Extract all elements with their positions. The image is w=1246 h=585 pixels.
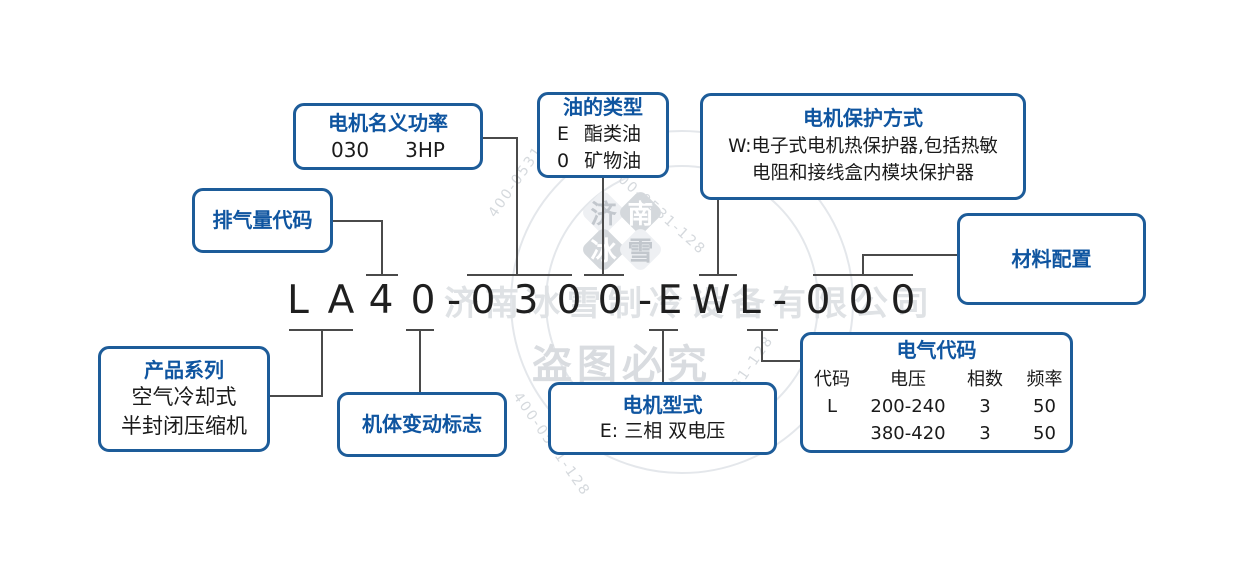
box-material-config: 材料配置 bbox=[957, 213, 1146, 305]
tick-motor-power bbox=[467, 274, 572, 276]
connector-electrical-code bbox=[761, 329, 763, 362]
electrical-cell: 380-420 bbox=[870, 423, 946, 444]
box-motor-protection-title: 电机保护方式 bbox=[803, 106, 923, 131]
model-char: - bbox=[772, 278, 788, 323]
product-series-line2: 半封闭压缩机 bbox=[121, 413, 247, 438]
electrical-cell: 3 bbox=[979, 396, 991, 417]
connector-displacement bbox=[332, 220, 382, 222]
electrical-cell: 200-240 bbox=[870, 396, 946, 417]
motor-protection-line1: W:电子式电机热保护器,包括热敏 bbox=[728, 136, 998, 158]
model-char: 4 bbox=[368, 278, 394, 323]
model-char: 0 bbox=[848, 278, 874, 323]
watermark-anti-piracy-notice: 盗图必究 bbox=[532, 342, 712, 388]
box-oil-type: 油的类型 E 酯类油 0 矿物油 bbox=[537, 92, 669, 178]
motor-power-hp: 3HP bbox=[405, 138, 445, 162]
model-char: 0 bbox=[597, 278, 623, 323]
oil-code: E bbox=[557, 123, 570, 146]
electrical-cell: 50 bbox=[1033, 396, 1056, 417]
box-displacement-code: 排气量代码 bbox=[192, 188, 333, 253]
electrical-header-code: 代码 bbox=[814, 369, 850, 390]
model-char: - bbox=[637, 278, 653, 323]
connector-material bbox=[862, 254, 864, 276]
connector-motor-type bbox=[662, 329, 664, 383]
box-motor-type: 电机型式 E: 三相 双电压 bbox=[548, 382, 777, 455]
model-char: E bbox=[657, 278, 683, 323]
box-product-series-title: 产品系列 bbox=[144, 357, 224, 382]
box-product-series: 产品系列 空气冷却式 半封闭压缩机 bbox=[98, 346, 270, 452]
connector-body-change bbox=[419, 329, 421, 393]
connector-displacement bbox=[381, 220, 383, 275]
motor-protection-line2: 电阻和接线盒内模块保护器 bbox=[751, 162, 974, 184]
connector-product-series bbox=[321, 329, 323, 397]
connector-material bbox=[862, 254, 958, 256]
motor-protection-description: W:电子式电机热保护器,包括热敏 电阻和接线盒内模块保护器 bbox=[728, 134, 998, 187]
connector-motor-protection bbox=[717, 200, 719, 276]
model-char: - bbox=[446, 278, 462, 323]
model-char: L bbox=[287, 278, 309, 323]
tick-displacement bbox=[366, 274, 398, 276]
box-electrical-title: 电气代码 bbox=[896, 338, 977, 362]
motor-type-value: E: 三相 双电压 bbox=[599, 419, 726, 442]
box-motor-power-value: 030 3HP bbox=[331, 138, 445, 162]
box-material-title: 材料配置 bbox=[1011, 246, 1092, 271]
oil-code: 0 bbox=[557, 150, 570, 172]
box-oil-type-title: 油的类型 bbox=[563, 95, 643, 120]
box-motor-power-title: 电机名义功率 bbox=[328, 111, 448, 135]
motor-power-code: 030 bbox=[330, 138, 370, 162]
watermark-company-name: 济南冰雪制冷设备有限公司 bbox=[444, 284, 936, 324]
electrical-header-voltage: 电压 bbox=[890, 369, 926, 390]
electrical-header-phase: 相数 bbox=[967, 369, 1003, 390]
connector-electrical-code bbox=[761, 360, 802, 362]
oil-type-option: 0 矿物油 bbox=[557, 148, 666, 175]
oil-label: 矿物油 bbox=[584, 150, 642, 172]
box-body-change-mark: 机体变动标志 bbox=[337, 392, 507, 457]
model-char: 3 bbox=[513, 278, 539, 323]
electrical-cell: 3 bbox=[979, 423, 991, 444]
box-displacement-title: 排气量代码 bbox=[212, 208, 313, 232]
model-char: 0 bbox=[470, 278, 496, 323]
connector-motor-power bbox=[483, 137, 518, 139]
electrical-cell: 50 bbox=[1033, 423, 1056, 444]
model-char: A bbox=[327, 278, 355, 323]
model-char: 0 bbox=[556, 278, 582, 323]
model-char: 0 bbox=[890, 278, 916, 323]
model-char: 0 bbox=[805, 278, 831, 323]
watermark-seal-cell: 南 bbox=[617, 189, 664, 236]
tick-oil-type bbox=[584, 274, 624, 276]
connector-motor-power bbox=[516, 137, 518, 276]
product-series-line1: 空气冷却式 bbox=[131, 384, 237, 409]
oil-type-options: E 酯类油 0 矿物油 bbox=[540, 121, 666, 175]
box-motor-type-title: 电机型式 bbox=[622, 392, 703, 417]
box-electrical-code: 电气代码 代码 电压 相数 频率 L 200-240 3 50 380-420 … bbox=[800, 332, 1073, 453]
electrical-code-table: 代码 电压 相数 频率 L 200-240 3 50 380-420 3 50 bbox=[801, 366, 1072, 447]
watermark-outer-ring bbox=[510, 130, 854, 474]
model-char: 0 bbox=[410, 278, 436, 323]
oil-label: 酯类油 bbox=[584, 123, 642, 146]
electrical-cell: L bbox=[826, 396, 838, 417]
box-body-change-title: 机体变动标志 bbox=[362, 412, 482, 436]
box-motor-protection: 电机保护方式 W:电子式电机热保护器,包括热敏 电阻和接线盒内模块保护器 bbox=[700, 93, 1026, 200]
watermark-seal-cell: 雪 bbox=[617, 226, 664, 273]
oil-type-option: E 酯类油 bbox=[557, 121, 666, 148]
connector-oil-type bbox=[602, 178, 604, 276]
electrical-header-frequency: 频率 bbox=[1026, 369, 1063, 390]
box-motor-power: 电机名义功率 030 3HP bbox=[293, 103, 483, 170]
model-char: L bbox=[739, 278, 761, 323]
model-char: W bbox=[691, 278, 731, 323]
connector-product-series bbox=[268, 395, 323, 397]
tick-motor-protection bbox=[699, 274, 737, 276]
